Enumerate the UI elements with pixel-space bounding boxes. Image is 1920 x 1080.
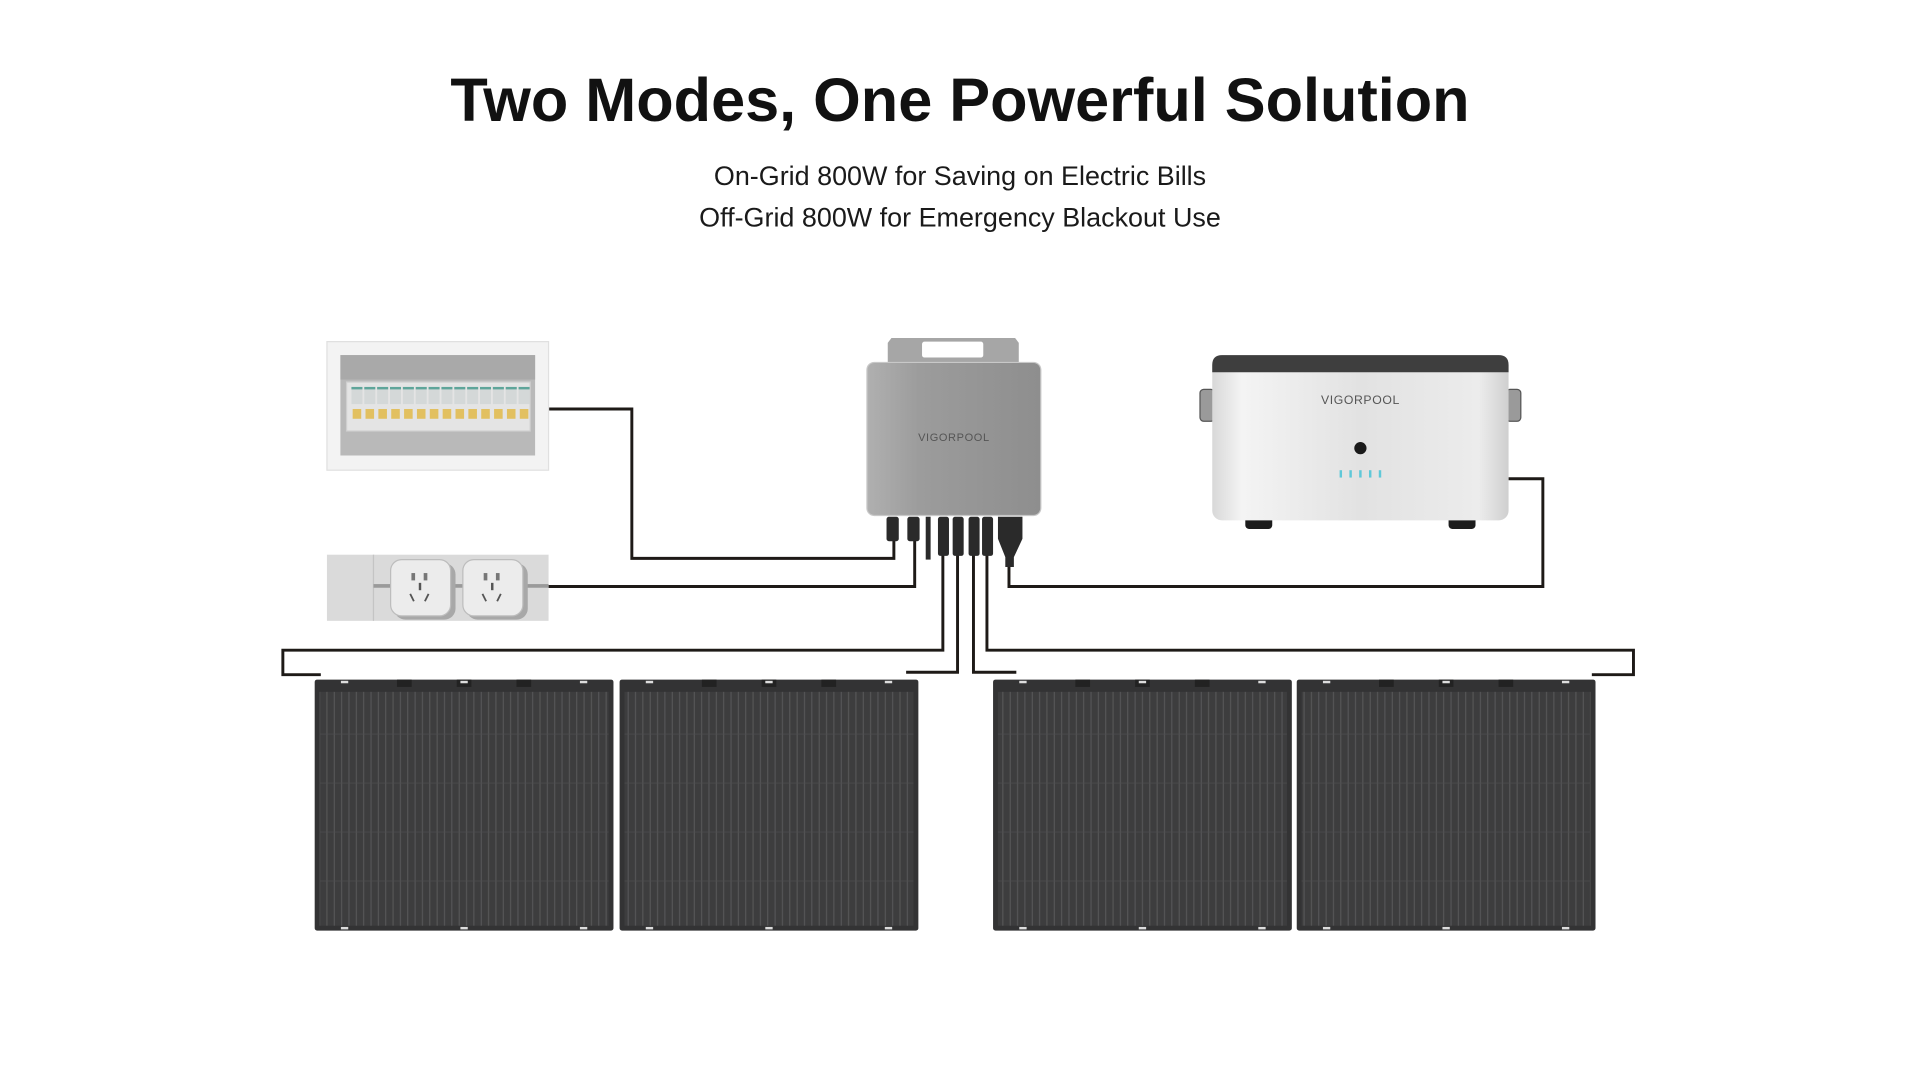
breaker-switch <box>505 386 517 419</box>
breaker-switch <box>415 386 427 419</box>
wire-outlet <box>548 538 917 588</box>
wire-solar-3 <box>972 551 1017 674</box>
breaker-switch <box>402 386 414 419</box>
wire-battery <box>1007 477 1545 588</box>
wiring <box>281 407 1635 677</box>
breaker-switch <box>351 386 363 419</box>
inverter-connectors <box>886 516 1023 567</box>
breaker-switch <box>377 386 389 419</box>
breaker-switch <box>492 386 504 419</box>
outlet-socket-icon <box>462 558 528 620</box>
wall-outlet-strip <box>326 554 549 621</box>
wire-solar-4 <box>985 551 1635 677</box>
wire-breaker-panel <box>548 407 896 560</box>
wire-solar-2 <box>906 551 960 674</box>
breaker-switch <box>441 386 453 419</box>
portable-power-station: VIGORPOOL <box>1199 355 1522 529</box>
subtitle-on-grid: On-Grid 800W for Saving on Electric Bill… <box>714 161 1206 191</box>
breaker-switch <box>467 386 479 419</box>
battery-brand-logo: VIGORPOOL <box>1321 393 1400 407</box>
battery-level-leds <box>1339 470 1382 478</box>
inverter-brand-logo: VIGORPOOL <box>918 432 990 444</box>
breaker-switch <box>454 386 466 419</box>
breaker-switch <box>480 386 492 419</box>
breaker-switch <box>364 386 376 419</box>
wire-solar-1 <box>281 551 945 677</box>
breaker-switch <box>518 386 530 419</box>
solar-panel-array <box>314 679 1596 931</box>
breaker-panel <box>326 341 550 471</box>
micro-inverter: VIGORPOOL <box>866 337 1042 567</box>
breaker-switch <box>428 386 440 419</box>
breaker-switch <box>390 386 402 419</box>
solar-panel <box>314 679 614 931</box>
subtitle-off-grid: Off-Grid 800W for Emergency Blackout Use <box>699 203 1221 233</box>
power-button-icon <box>1354 442 1367 455</box>
page-title: Two Modes, One Powerful Solution <box>450 66 1469 134</box>
solar-panel <box>993 679 1292 931</box>
outlet-socket-icon <box>390 558 456 620</box>
solar-panel <box>1296 679 1596 931</box>
solar-panel <box>619 679 919 931</box>
